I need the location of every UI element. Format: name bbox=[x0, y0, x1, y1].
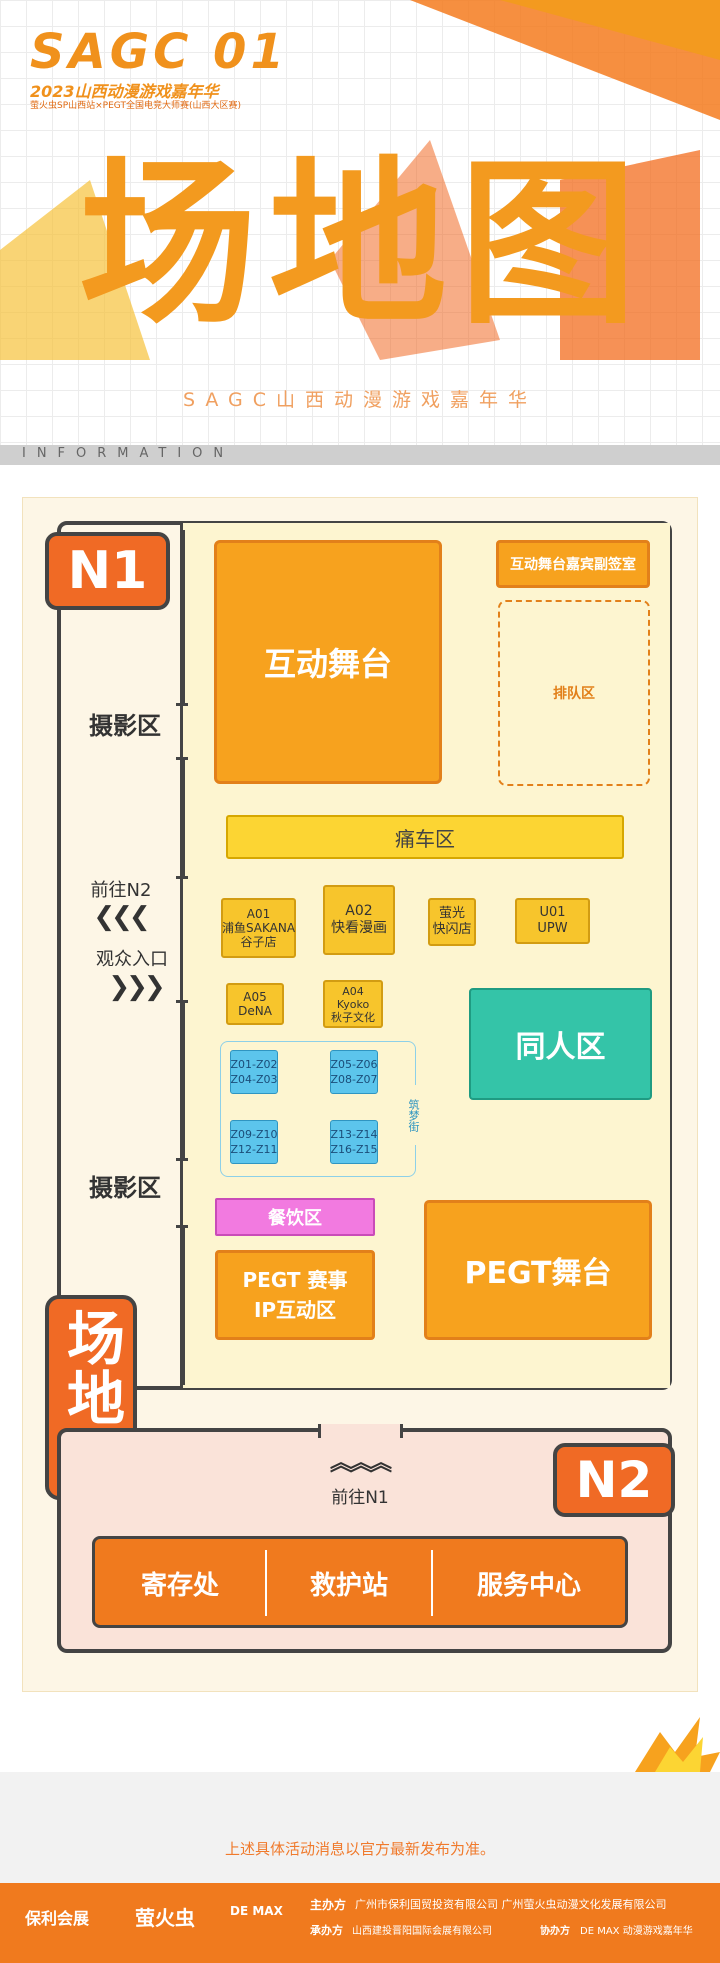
entrance-label: 观众入口 bbox=[96, 949, 168, 970]
wall-tick bbox=[176, 1158, 188, 1161]
service-center: 服务中心 bbox=[476, 1570, 581, 1601]
photo-zone-top: 摄影区 bbox=[89, 711, 161, 740]
service-bar bbox=[92, 1536, 628, 1628]
to-n1-label: 前往N1 bbox=[331, 1487, 389, 1508]
page-title: 场地图 bbox=[79, 141, 649, 348]
hero-decoration bbox=[0, 0, 720, 360]
wall-tick bbox=[176, 1000, 188, 1003]
storage-desk: 寄存处 bbox=[140, 1570, 219, 1601]
booth-yingguang: 萤光 快闪店 bbox=[428, 898, 476, 946]
itasha-area: 痛车区 bbox=[226, 815, 624, 859]
brand-firefly: 萤火虫 bbox=[135, 1906, 195, 1930]
wall-segment bbox=[182, 758, 185, 878]
undertaker-label: 承办方 bbox=[310, 1924, 343, 1937]
doorway-post bbox=[400, 1424, 403, 1438]
wall-segment bbox=[182, 530, 185, 705]
to-n2-label: 前往N2 bbox=[90, 880, 152, 901]
wall-tick bbox=[176, 703, 188, 706]
star-decoration bbox=[635, 1717, 720, 1772]
guest-signing-room: 互动舞台嘉宾副签室 bbox=[496, 540, 650, 588]
undertaker: 山西建投晋阳国际会展有限公司 bbox=[352, 1926, 492, 1937]
z-booth-2: Z05-Z06 Z08-Z07 bbox=[330, 1050, 378, 1094]
first-aid-station: 救护站 bbox=[309, 1570, 388, 1601]
footnote-band bbox=[0, 1772, 720, 1883]
z-booth-3: Z09-Z10 Z12-Z11 bbox=[230, 1120, 278, 1164]
doujin-area: 同人区 bbox=[469, 988, 652, 1100]
pegt-event-area: PEGT 赛事 IP互动区 bbox=[215, 1250, 375, 1340]
wall-tick bbox=[176, 757, 188, 760]
doorway bbox=[320, 1424, 402, 1436]
coorg: DE MAX 动漫游戏嘉年华 bbox=[580, 1926, 693, 1937]
divider bbox=[431, 1550, 433, 1616]
doorway-post bbox=[318, 1424, 321, 1438]
sponsor-footer bbox=[0, 1883, 720, 1963]
pegt-stage: PEGT舞台 bbox=[424, 1200, 652, 1340]
queue-area: 排队区 bbox=[498, 600, 650, 786]
organizer-label: 主办方 bbox=[310, 1898, 347, 1912]
organizer: 广州市保利国贸投资有限公司 广州萤火虫动漫文化发展有限公司 bbox=[355, 1898, 667, 1911]
hall-n1-tag: N1 bbox=[45, 532, 170, 610]
logo-tagline: 萤火虫SP山西站×PEGT全国电竞大师赛(山西大区赛) bbox=[30, 101, 241, 111]
wall-segment bbox=[182, 1000, 185, 1160]
chevron-right-icon: ❯❯❯ bbox=[108, 972, 165, 1002]
info-bar-label: INFORMATION bbox=[22, 446, 235, 461]
hall-n2-tag: N2 bbox=[553, 1443, 675, 1517]
divider bbox=[265, 1550, 267, 1616]
chevron-up-icon: ︽︽︽ bbox=[329, 1451, 392, 1476]
dream-street-label: 筑梦街 bbox=[404, 1085, 422, 1145]
interactive-stage: 互动舞台 bbox=[214, 540, 442, 784]
wall-tick bbox=[176, 876, 188, 879]
hero-banner: SAGC 01 2023山西动漫游戏嘉年华 萤火虫SP山西站×PEGT全国电竞大… bbox=[0, 0, 720, 445]
z-booth-4: Z13-Z14 Z16-Z15 bbox=[330, 1120, 378, 1164]
z-booth-1: Z01-Z02 Z04-Z03 bbox=[230, 1050, 278, 1094]
photo-zone-bottom: 摄影区 bbox=[89, 1173, 161, 1202]
brand-poly: 保利会展 bbox=[25, 1909, 90, 1928]
logo-subtitle: 2023山西动漫游戏嘉年华 bbox=[30, 82, 219, 101]
wall-tick bbox=[176, 1225, 188, 1228]
brand-demax: DE MAX bbox=[230, 1904, 283, 1918]
logo: SAGC 01 bbox=[30, 24, 288, 80]
coorg-label: 协办方 bbox=[540, 1926, 570, 1937]
info-bar bbox=[0, 445, 720, 465]
footnote: 上述具体活动消息以官方最新发布为准。 bbox=[224, 1840, 495, 1858]
chevron-left-icon: ❮❮❮ bbox=[93, 902, 150, 932]
wall-segment bbox=[182, 1225, 185, 1385]
page-subtitle: SAGC山西动漫游戏嘉年华 bbox=[182, 389, 538, 411]
food-area: 餐饮区 bbox=[215, 1198, 375, 1236]
